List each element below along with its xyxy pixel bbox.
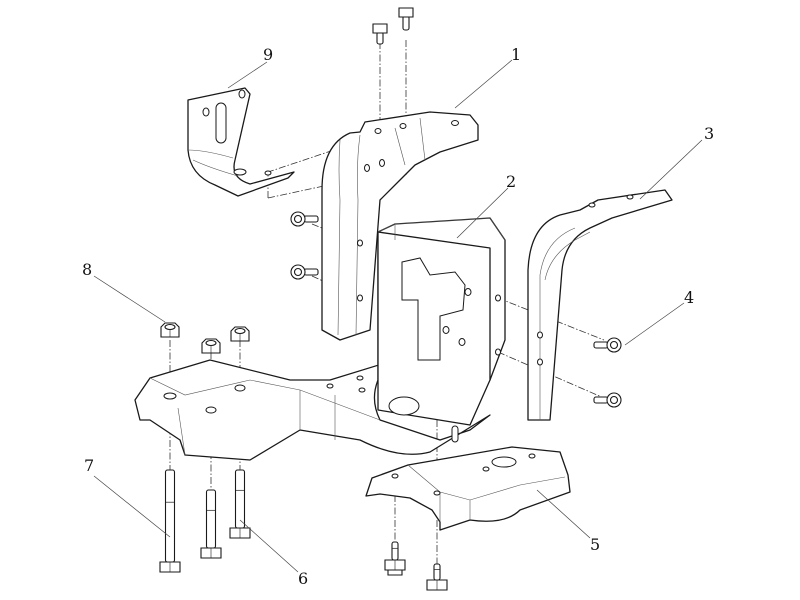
bolt-mid bbox=[200, 489, 222, 559]
axis-bracket9-lower bbox=[267, 175, 371, 199]
callout-9: 9 bbox=[263, 45, 273, 64]
part-2-channel-bracket bbox=[134, 217, 506, 461]
leader-9 bbox=[227, 61, 268, 89]
bolt-7-long bbox=[159, 469, 181, 573]
leader-1 bbox=[454, 59, 513, 109]
fasteners bbox=[159, 7, 622, 591]
part-3-side-bracket bbox=[527, 189, 673, 421]
part-9-angled-bracket bbox=[187, 87, 295, 197]
part-5-lower-plate bbox=[365, 446, 571, 531]
part-1-upper-bracket bbox=[321, 111, 479, 341]
top-bolt-left bbox=[372, 23, 388, 45]
callout-1: 1 bbox=[511, 45, 521, 64]
callout-6: 6 bbox=[298, 569, 308, 588]
bolt-4-upper bbox=[593, 337, 622, 353]
callout-3: 3 bbox=[704, 124, 714, 143]
nut-8-mid bbox=[201, 338, 221, 354]
callouts: 9 1 2 3 4 5 6 7 8 bbox=[82, 45, 714, 588]
leader-3 bbox=[639, 139, 703, 200]
axis-bolt4-upper bbox=[497, 297, 605, 341]
top-bolt-right bbox=[398, 7, 414, 31]
leader-8 bbox=[93, 275, 166, 323]
nut-8-right bbox=[230, 326, 250, 342]
leader-2 bbox=[456, 187, 509, 239]
bolt-6-short bbox=[229, 469, 251, 539]
callout-5: 5 bbox=[590, 535, 600, 554]
side-bolt-upper bbox=[290, 211, 319, 227]
leader-6 bbox=[239, 519, 299, 573]
nut-8-left bbox=[160, 322, 180, 338]
leader-5 bbox=[536, 489, 591, 539]
bolt-5-left bbox=[384, 541, 406, 571]
callout-7: 7 bbox=[84, 456, 94, 475]
axis-bolt4-lower bbox=[497, 351, 605, 399]
leader-7 bbox=[93, 475, 171, 538]
bolt-4-lower bbox=[593, 392, 622, 408]
callout-4: 4 bbox=[684, 288, 694, 307]
bolt-5-right bbox=[426, 563, 448, 591]
callout-8: 8 bbox=[82, 260, 92, 279]
callout-2: 2 bbox=[506, 172, 516, 191]
leader-4 bbox=[624, 302, 685, 346]
side-bolt-lower bbox=[290, 264, 319, 280]
